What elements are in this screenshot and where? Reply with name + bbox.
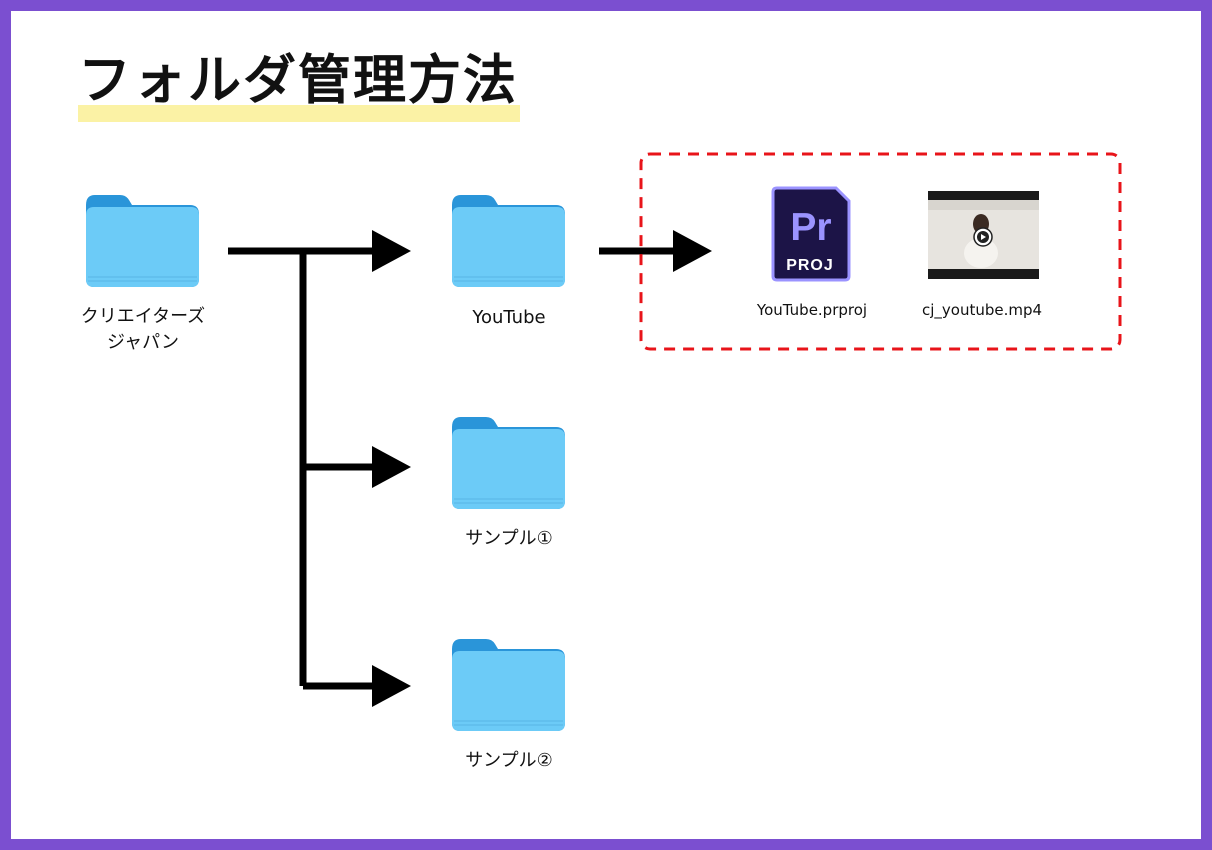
files-dashed-box [639, 152, 1122, 351]
svg-text:PROJ: PROJ [786, 257, 834, 274]
node-label-sample2: サンプル② [465, 750, 553, 771]
svg-text:Pr: Pr [790, 206, 831, 249]
premiere-pro-icon[interactable]: Pr PROJ [771, 186, 851, 282]
tree-connector [228, 247, 677, 690]
folder-icon-sample1[interactable] [451, 416, 566, 510]
node-label-sample1: サンプル① [465, 528, 553, 549]
node-label-youtube: YouTube [472, 307, 546, 328]
person-silhouette [964, 238, 998, 268]
arrowhead-sample2 [372, 665, 411, 707]
play-icon [981, 234, 986, 240]
video-thumbnail-icon[interactable] [928, 191, 1039, 279]
arrowhead-sample1 [372, 446, 411, 488]
title-block: フォルダ管理方法 [78, 49, 520, 122]
arrowhead-files [673, 230, 712, 272]
folder-icon-sample2[interactable] [451, 638, 566, 732]
folder-icon-root[interactable] [85, 194, 200, 288]
diagram-canvas: フォルダ管理方法 [11, 11, 1201, 839]
title-highlight [78, 105, 520, 122]
file-label-prproj: YouTube.prproj [756, 301, 868, 319]
node-label-root: クリエイターズ ジャパン [66, 304, 220, 356]
file-label-mp4: cj_youtube.mp4 [921, 301, 1043, 319]
page-title: フォルダ管理方法 [78, 50, 518, 111]
arrowhead-youtube [372, 230, 411, 272]
folder-icon-youtube[interactable] [451, 194, 566, 288]
arrowheads [372, 230, 712, 707]
node-label-root-line1: クリエイターズ [80, 306, 206, 327]
diagram-graphics: Pr PROJ [85, 152, 1122, 732]
node-label-root-line2: ジャパン [107, 332, 179, 353]
